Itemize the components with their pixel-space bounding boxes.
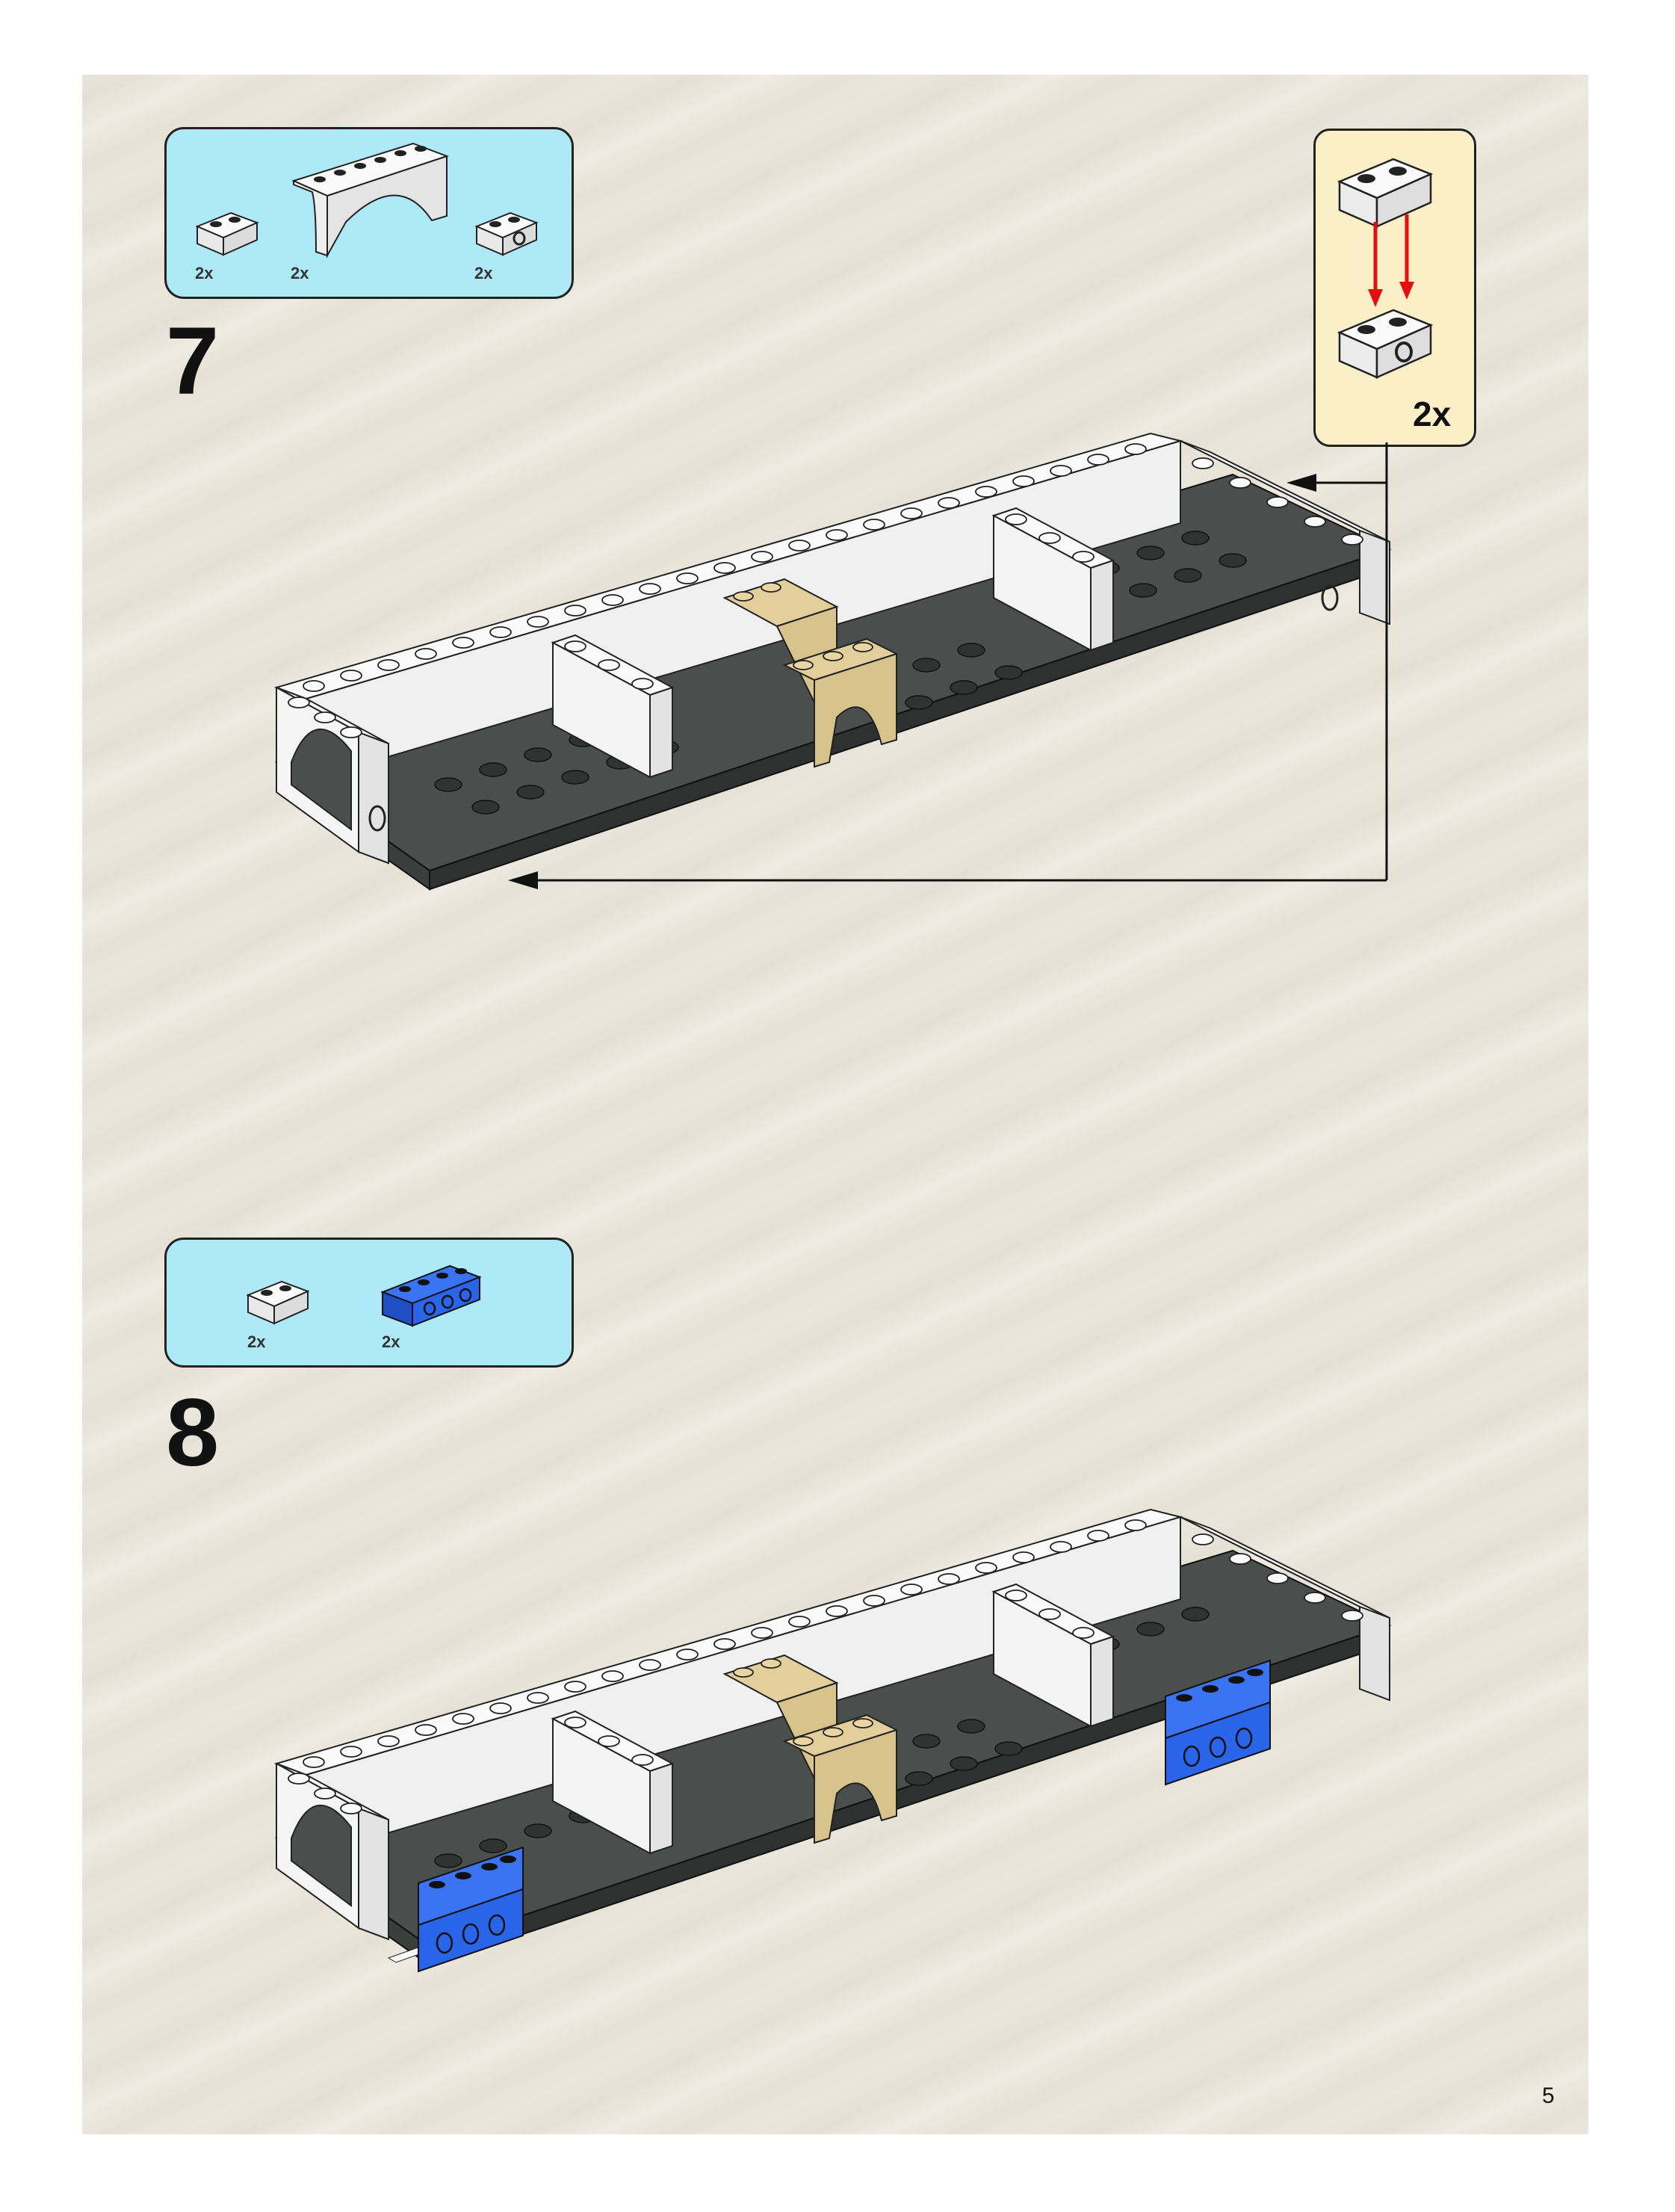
red-arrows-icon <box>1368 214 1414 307</box>
step8-model <box>273 1508 1392 1973</box>
step8-part2-qty: 2x <box>382 1332 400 1351</box>
subassembly-qty: 2x <box>1413 395 1452 433</box>
white-brick-1x2-icon <box>195 211 259 256</box>
step7-part1-qty: 2x <box>195 264 214 282</box>
blue-technic-brick-1x4-icon <box>380 1264 482 1327</box>
instruction-page: 2x 2x 2x 7 <box>82 75 1588 2134</box>
step7-part3-qty: 2x <box>474 264 493 282</box>
step7-subassembly-callout: 2x <box>1313 129 1476 447</box>
step8-number: 8 <box>166 1380 220 1486</box>
step8-parts-callout: 2x 2x <box>164 1238 574 1368</box>
white-arch-1x6-icon <box>291 142 449 259</box>
step7-number: 7 <box>166 308 220 415</box>
page-number: 5 <box>1542 2083 1555 2108</box>
step7-parts-callout: 2x 2x 2x <box>164 127 574 299</box>
subassembly-pointer-lines <box>508 442 1388 889</box>
white-technic-brick-1x2-icon <box>474 211 539 256</box>
step8-part1-qty: 2x <box>247 1332 266 1351</box>
white-brick-1x2-icon <box>1337 158 1434 228</box>
white-technic-brick-1x2-icon <box>1337 309 1434 379</box>
step7-part2-qty: 2x <box>291 264 309 282</box>
step7-model <box>273 432 1392 891</box>
white-brick-1x2-icon <box>246 1280 310 1325</box>
